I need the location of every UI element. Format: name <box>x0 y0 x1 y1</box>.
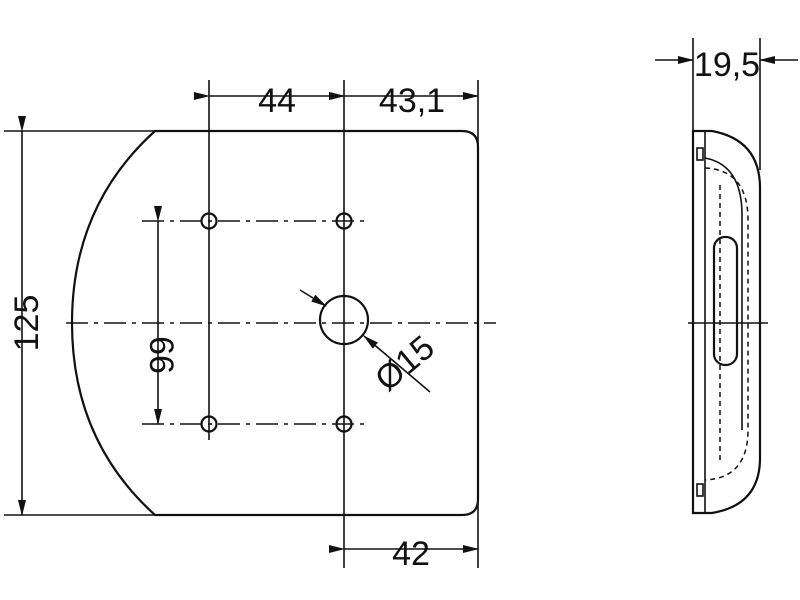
side-view: 19,5 <box>655 38 798 515</box>
front-view: 44 43,1 125 66 Ø15 42 <box>4 80 496 573</box>
dim-diameter-leader-outer <box>299 289 327 307</box>
mounting-hole-top-right <box>335 212 353 230</box>
mounting-hole-bottom-right <box>335 415 353 433</box>
side-outer-profile <box>691 129 762 515</box>
dim-42-text: 42 <box>392 535 430 573</box>
side-hidden-lens <box>704 167 749 481</box>
dim-diameter-text: Ø15 <box>368 328 442 398</box>
dim-19-5-text: 19,5 <box>694 46 760 84</box>
dim-diameter-leader <box>363 335 431 393</box>
side-notch-bottom <box>696 483 704 497</box>
center-hole <box>318 294 370 346</box>
side-inner-curve <box>704 157 743 430</box>
dim-66-text: 66 <box>142 336 180 374</box>
mounting-hole-top-left <box>200 212 218 230</box>
dim-43-1-text: 43,1 <box>379 82 445 120</box>
side-slot <box>712 235 739 367</box>
side-notch-top <box>696 147 704 161</box>
dim-44-text: 44 <box>258 82 296 120</box>
dim-125-text: 125 <box>8 295 46 352</box>
mounting-hole-bottom-left <box>200 415 218 433</box>
